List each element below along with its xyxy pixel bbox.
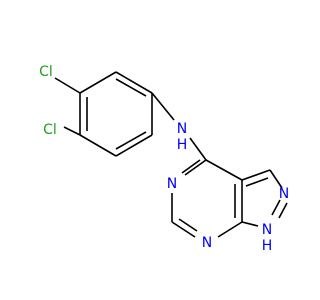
atom-labels: Cl Cl N H N N N N H [39,64,289,254]
atom-h-amine: H [177,137,188,153]
atom-n-amine: N [177,121,187,137]
molecule-diagram: Cl Cl N H N N N N H [39,64,289,254]
atom-cl1: Cl [39,64,53,80]
atom-n-pyrimidine-bottom: N [202,235,212,251]
bond-pz-3-double [278,202,288,219]
atom-n-pyrazole: N [279,186,289,202]
bond-ring-2-double [115,78,147,97]
bond-cl1-c [54,77,81,94]
bond-pz-3 [271,199,281,216]
bond-pyr-1-double [181,159,201,174]
bond-ring-2 [115,71,153,94]
bond-pyr-3-double [178,218,198,232]
bond-nh-c4 [189,137,207,161]
atom-cl2: Cl [43,122,57,138]
bond-ring-4-double [115,131,147,150]
atom-h-pyrazole: H [262,238,273,254]
bond-ring-5 [79,134,117,157]
atom-n-pyrazole-nh: N [262,222,272,238]
bonds [54,71,288,238]
bond-pyr-4 [217,221,243,238]
bond-ring-1 [79,71,117,94]
bond-pz-4 [241,221,259,227]
bond-pyr-6 [205,159,243,181]
bond-pz-1 [241,169,271,181]
bond-c-nh [151,92,175,121]
bond-pyr-1 [184,159,207,176]
bond-ring-4 [115,134,153,157]
bond-pz-1-double [245,177,269,187]
bond-pz-2 [269,169,283,189]
bond-pyr-3 [171,221,196,238]
bond-cl2-c [63,126,81,136]
atom-n-pyrimidine-top: N [167,176,177,192]
